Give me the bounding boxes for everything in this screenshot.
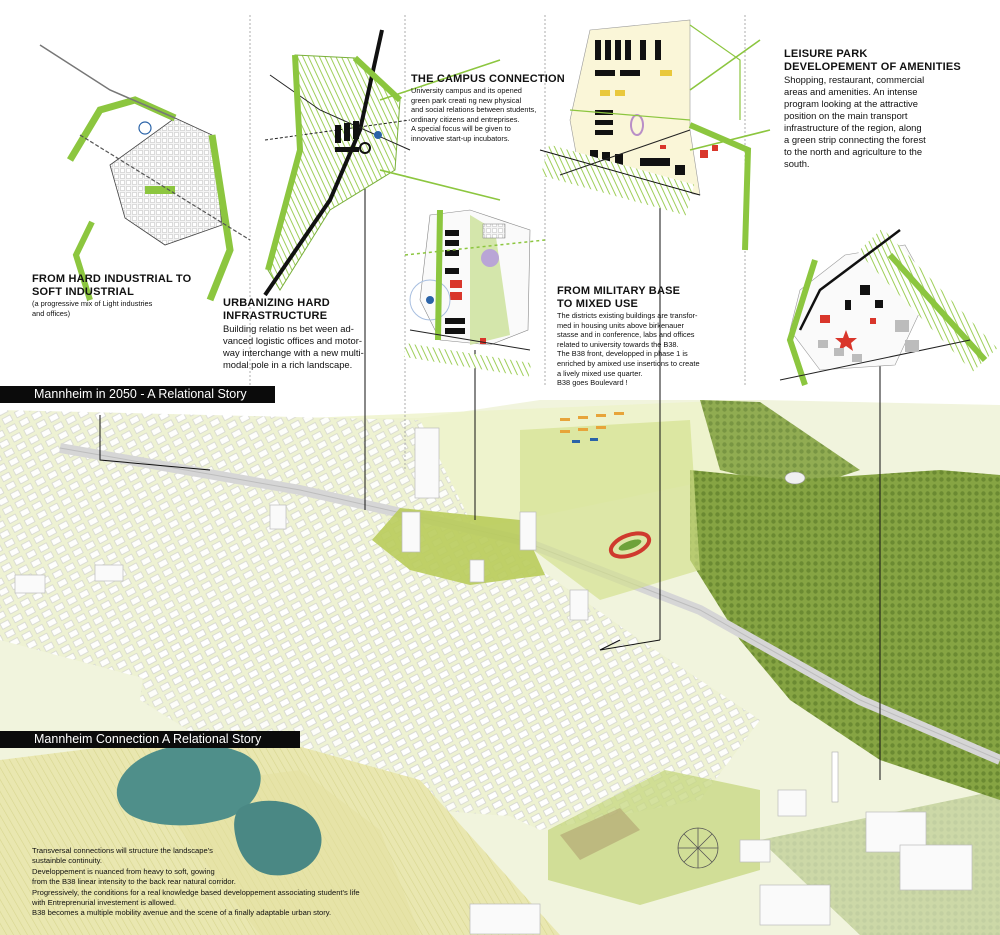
leisure-parcel xyxy=(548,770,760,905)
urbanizing-body-4: modal pole in a rich landscape. xyxy=(223,359,353,370)
diagram-leisure xyxy=(779,228,998,386)
band-connection: Mannheim Connection A Relational Story xyxy=(0,731,300,748)
leisure-body-8: south. xyxy=(784,158,810,169)
urbanizing-body-3: way interchange with a new multi- xyxy=(223,347,364,358)
leisure-body-6: a green strip connecting the forest xyxy=(784,134,926,145)
diagram-campus xyxy=(403,209,546,377)
panel-leisure: LEISURE PARK DEVELOPEMENT OF AMENITIES S… xyxy=(784,48,994,170)
soft-industrial-title-2: SOFT INDUSTRIAL xyxy=(32,286,134,298)
leisure-body-7: to the north and agriculture to the xyxy=(784,146,923,157)
military-body-6: enriched by amixed use insertions to cre… xyxy=(557,358,700,368)
military-body-5: The B38 front, developped in phase 1 is xyxy=(557,349,688,359)
city-buildings xyxy=(14,427,973,935)
footnote: Transversal connections will structure t… xyxy=(32,846,502,919)
military-title-2: TO MIXED USE xyxy=(557,298,639,310)
leisure-title-1: LEISURE PARK xyxy=(784,48,868,60)
soft-industrial-body-1: (a progressive mix of Light industries xyxy=(32,299,153,308)
urbanizing-title-2: INFRASTRUCTURE xyxy=(223,310,328,322)
band-story-2050: Mannheim in 2050 - A Relational Story xyxy=(0,386,275,403)
military-parcel xyxy=(520,420,700,600)
military-body-8: B38 goes Boulevard ! xyxy=(557,378,628,388)
footnote-line-6: with Entreprenurial investement is allow… xyxy=(32,898,176,908)
military-body-2: med in housing units above birkenauer xyxy=(557,320,684,330)
panel-urbanizing: URBANIZING HARD INFRASTRUCTURE Building … xyxy=(223,297,408,371)
leisure-body-2: areas and amenities. An intense xyxy=(784,86,918,97)
soft-industrial-body-2: and offices) xyxy=(32,308,71,318)
military-title-1: FROM MILITARY BASE xyxy=(557,285,681,297)
aerial-map xyxy=(0,400,1000,935)
running-track xyxy=(608,531,652,559)
panel-soft-industrial: FROM HARD INDUSTRIAL TO SOFT INDUSTRIAL … xyxy=(32,273,242,318)
leisure-body-1: Shopping, restaurant, commercial xyxy=(784,74,925,85)
footnote-line-3: Developpement is nuanced from heavy to s… xyxy=(32,866,215,876)
lake-north xyxy=(116,744,261,826)
military-body-3: stasse and in conference, labs and offic… xyxy=(557,330,695,340)
projection-lines xyxy=(99,150,881,780)
lake-south xyxy=(234,800,322,876)
leisure-body-4: position on the main transport xyxy=(784,110,908,121)
leisure-body-5: infrastructure of the region, along xyxy=(784,122,922,133)
urbanizing-title-1: URBANIZING HARD xyxy=(223,297,330,309)
diagram-soft-industrial xyxy=(39,44,251,302)
military-body-4: related to university towards the B38. xyxy=(557,339,679,349)
leisure-body-3: program looking at the attractive xyxy=(784,98,918,109)
footnote-line-7: B38 becomes a multiple mobility avenue a… xyxy=(32,908,332,918)
military-body-1: The districts existing buildings are tra… xyxy=(557,311,698,320)
urbanizing-body-1: Building relatio ns bet ween ad- xyxy=(223,323,354,334)
diagram-military xyxy=(539,19,752,251)
campus-body-2: green park creati ng new physical xyxy=(411,95,522,105)
campus-body-1: University campus and its opened xyxy=(411,86,522,95)
campus-body-4: ordinary citizens and entreprises. xyxy=(411,114,520,124)
chimney xyxy=(831,751,839,803)
campus-body-5: A special focus will be given to xyxy=(411,124,511,134)
green-connection-arrows xyxy=(379,39,771,201)
campus-body-3: and social relations between students, xyxy=(411,105,537,115)
urbanizing-body-2: vanced logistic offices and motor- xyxy=(223,335,362,346)
footnote-line-5: Progressively, the conditions for a real… xyxy=(32,887,360,897)
footnote-line-2: sustainble continuity. xyxy=(32,856,102,866)
panel-campus: THE CAMPUS CONNECTION University campus … xyxy=(411,73,586,144)
footnote-line-1: Transversal connections will structure t… xyxy=(32,846,213,855)
campus-body-6: innovative start-up incubators. xyxy=(411,133,510,143)
panel-military: FROM MILITARY BASE TO MIXED USE The dist… xyxy=(557,285,747,388)
campus-title: THE CAMPUS CONNECTION xyxy=(411,73,565,85)
leisure-title-2: DEVELOPEMENT OF AMENITIES xyxy=(784,61,961,73)
soft-industrial-title-1: FROM HARD INDUSTRIAL TO xyxy=(32,273,192,285)
military-body-7: a lively mixed use quarter. xyxy=(557,368,643,378)
footnote-line-4: from the B38 linear intensity to the bac… xyxy=(32,877,236,887)
diagram-urbanizing xyxy=(263,29,411,297)
ferris-wheel xyxy=(677,827,719,869)
forest-area xyxy=(690,470,1000,800)
